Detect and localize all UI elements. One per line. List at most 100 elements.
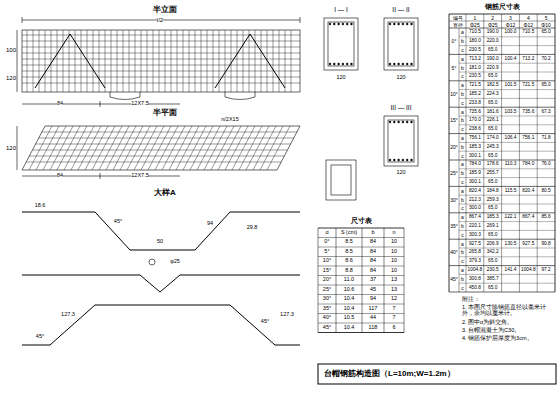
table-cell: b bbox=[461, 276, 464, 281]
dimension-label: φ25 bbox=[170, 259, 180, 265]
table-cell: 721.5 bbox=[522, 83, 534, 88]
table-cell: 10 bbox=[391, 249, 397, 255]
dimension-label: 45° bbox=[261, 319, 269, 325]
table-cell: 10.6 bbox=[344, 287, 355, 293]
table-cell: 7 bbox=[392, 306, 395, 312]
table-cell: b bbox=[461, 39, 464, 44]
table-cell: 85.6 bbox=[541, 215, 550, 220]
table-cell: 220.1 bbox=[469, 224, 481, 229]
dimension-label: I — I bbox=[334, 7, 348, 14]
stirrup-line bbox=[99, 30, 100, 92]
table-cell: 721.5 bbox=[469, 83, 481, 88]
rebar-bent bbox=[22, 305, 300, 345]
table-cell: 185.2 bbox=[469, 92, 481, 97]
rebar-dot bbox=[393, 63, 395, 65]
dimension-label: 94 bbox=[207, 221, 213, 227]
longitudinal-bar bbox=[22, 53, 300, 54]
table-cell: 106.4 bbox=[504, 136, 516, 141]
table-cell: 65.0 bbox=[541, 83, 550, 88]
longitudinal-bar bbox=[22, 83, 300, 84]
stirrup-line bbox=[273, 30, 274, 92]
table-rule bbox=[449, 186, 555, 187]
table-cell: c bbox=[461, 232, 464, 237]
stirrup-line bbox=[120, 126, 143, 170]
stirrup-line bbox=[64, 126, 87, 170]
table-rule bbox=[318, 275, 404, 276]
stirrup-line bbox=[207, 30, 208, 92]
dimension-tick bbox=[100, 173, 101, 179]
table-cell: 65.0 bbox=[488, 232, 497, 237]
table-cell: 10.5 bbox=[344, 316, 355, 322]
dimension-label: l/2 bbox=[157, 17, 163, 23]
table-cell: 130.5 bbox=[504, 241, 516, 246]
table-cell: 178.6 bbox=[487, 162, 499, 167]
rebar-dot bbox=[406, 121, 408, 123]
table-cell: 784.0 bbox=[469, 162, 481, 167]
stirrup-line bbox=[71, 126, 94, 170]
rebar-dot bbox=[329, 23, 331, 25]
stirrup-line bbox=[39, 30, 40, 92]
rebar-dot bbox=[346, 23, 348, 25]
dimension-line bbox=[22, 176, 180, 177]
table-cell: b bbox=[461, 171, 464, 176]
longitudinal-bar bbox=[22, 41, 300, 42]
table-cell: 230.5 bbox=[469, 48, 481, 53]
longitudinal-bar bbox=[22, 71, 300, 72]
longitudinal-bar bbox=[22, 35, 300, 36]
table-cell: 65.0 bbox=[541, 30, 550, 35]
table-cell: a bbox=[461, 268, 464, 273]
stirrup-line bbox=[183, 30, 184, 92]
table-cell: a bbox=[461, 83, 464, 88]
table-cell: 1 bbox=[474, 15, 477, 20]
table-cell: a bbox=[461, 30, 464, 35]
table-cell: 10.4 bbox=[344, 306, 355, 312]
dimension-label: 29.8 bbox=[247, 225, 258, 231]
table-cell: 15° bbox=[450, 118, 458, 123]
table-cell: Φ25 bbox=[488, 22, 498, 27]
stirrup-line bbox=[111, 30, 112, 92]
table-cell: 867.4 bbox=[522, 215, 534, 220]
dimension-tick bbox=[100, 101, 101, 107]
table-rule bbox=[318, 266, 404, 267]
rebar-dot bbox=[398, 121, 400, 123]
stirrup-line bbox=[87, 30, 88, 92]
table-rule bbox=[459, 230, 555, 231]
dimension-label: 120 bbox=[6, 75, 16, 81]
stirrup-line bbox=[285, 30, 286, 92]
table-cell: 174.0 bbox=[487, 136, 499, 141]
table-cell: 65.0 bbox=[488, 48, 497, 53]
table-cell: 30° bbox=[450, 197, 458, 202]
table-rule bbox=[449, 80, 555, 81]
table-cell: 8.5 bbox=[345, 249, 353, 255]
note-text: 4. 钢筋保护层厚度为3cm。 bbox=[462, 336, 554, 342]
stirrup-line bbox=[75, 30, 76, 92]
stirrup-line bbox=[147, 30, 148, 92]
table-rule bbox=[537, 14, 538, 292]
stirrup-line bbox=[159, 30, 160, 92]
table-cell: 245.3 bbox=[487, 144, 499, 149]
table-cell: 4 bbox=[527, 15, 530, 20]
table-cell: 84 bbox=[370, 259, 376, 265]
longitudinal-bar bbox=[22, 65, 300, 66]
rebar-dot bbox=[351, 63, 353, 65]
rebar-bent bbox=[22, 212, 300, 250]
table-cell: 230.5 bbox=[487, 268, 499, 273]
table-rule bbox=[459, 98, 555, 99]
table-rule bbox=[555, 14, 556, 292]
table-cell: b bbox=[461, 224, 464, 229]
dimension-tick bbox=[300, 17, 301, 23]
dimension-label: 半平面 bbox=[153, 109, 177, 117]
dimension-label: 半立面 bbox=[153, 6, 177, 14]
stirrup-line bbox=[195, 30, 196, 92]
table-cell: 117 bbox=[369, 306, 378, 312]
table-cell: 220.9 bbox=[487, 65, 499, 70]
table-cell: 97.2 bbox=[541, 268, 550, 273]
table-cell: 820.4 bbox=[469, 188, 481, 193]
table-cell: α bbox=[325, 230, 328, 236]
dimension-label: 120 bbox=[396, 75, 405, 81]
stirrup-line bbox=[246, 126, 269, 170]
stirrup-line bbox=[51, 30, 52, 92]
stirrup-line bbox=[106, 126, 129, 170]
table-rule bbox=[459, 248, 555, 249]
table-cell: 6 bbox=[392, 325, 395, 331]
